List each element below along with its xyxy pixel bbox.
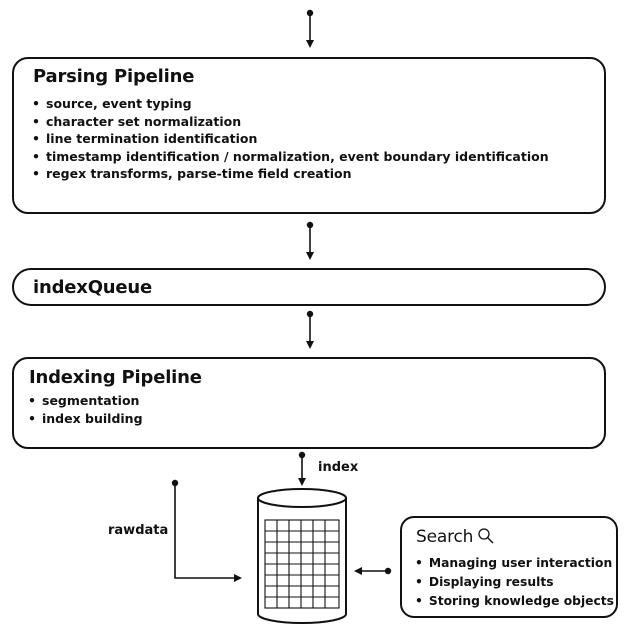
- search-header: Search: [416, 527, 495, 547]
- arrow-into-parsing: [306, 9, 314, 48]
- list-item: character set normalization: [32, 113, 549, 131]
- arrow-search-to-database: [354, 567, 392, 575]
- indexing-pipeline-list: segmentation index building: [28, 392, 143, 427]
- list-item: regex transforms, parse-time field creat…: [32, 165, 549, 183]
- index-label: index: [318, 460, 359, 475]
- parsing-pipeline-title: Parsing Pipeline: [33, 66, 195, 87]
- list-item: timestamp identification / normalization…: [32, 148, 549, 166]
- list-item: Displaying results: [415, 573, 614, 592]
- parsing-pipeline-list: source, event typing character set norma…: [32, 95, 549, 183]
- list-item: index building: [28, 410, 143, 428]
- rawdata-label: rawdata: [108, 523, 169, 538]
- search-title: Search: [416, 527, 474, 547]
- search-list: Managing user interaction Displaying res…: [415, 554, 614, 611]
- arrow-queue-to-indexing: [306, 310, 314, 349]
- list-item: Managing user interaction: [415, 554, 614, 573]
- indexing-pipeline-box: Indexing Pipeline segmentation index bui…: [12, 357, 606, 449]
- list-item: source, event typing: [32, 95, 549, 113]
- list-item: line termination identification: [32, 130, 549, 148]
- index-queue-title: indexQueue: [33, 277, 153, 298]
- list-item: segmentation: [28, 392, 143, 410]
- magnifier-icon: [478, 528, 494, 544]
- arrow-rawdata-to-database: [171, 479, 242, 582]
- search-box: Search Managing user interaction Display…: [400, 516, 618, 618]
- parsing-pipeline-box: Parsing Pipeline source, event typing ch…: [12, 57, 606, 214]
- index-queue-box: indexQueue: [12, 268, 606, 306]
- arrow-index-to-database: [298, 451, 306, 486]
- arrow-parsing-to-queue: [306, 221, 314, 260]
- indexing-pipeline-title: Indexing Pipeline: [29, 367, 202, 388]
- database-icon: [257, 488, 347, 624]
- list-item: Storing knowledge objects: [415, 592, 614, 611]
